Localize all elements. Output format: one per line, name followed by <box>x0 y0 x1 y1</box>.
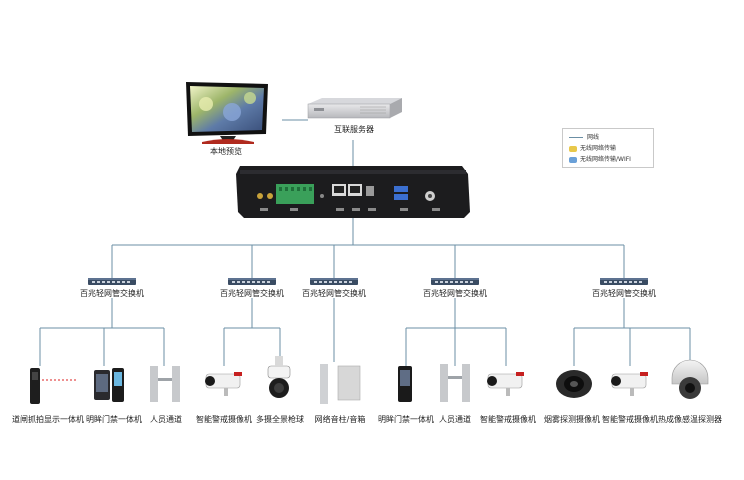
barrier-capture-terminal-icon <box>30 368 76 404</box>
bullet-camera-icon <box>487 372 524 396</box>
switch-label: 百兆轻网管交换机 <box>80 289 144 298</box>
bullet-camera-icon <box>205 372 242 396</box>
smoke-detection-camera-icon <box>556 370 592 398</box>
turnstile-icon <box>150 366 180 402</box>
legend-wired: 网线 <box>569 132 599 141</box>
switch-icon <box>310 278 358 285</box>
device-label: 道闸抓拍显示一体机 <box>12 415 84 424</box>
device-label: 智能警戒摄像机 <box>480 415 536 424</box>
device-label: 网络音柱/音箱 <box>314 415 366 424</box>
switch-icon <box>600 278 648 285</box>
bullet-camera-icon <box>611 372 648 396</box>
switch-label: 百兆轻网管交换机 <box>423 289 487 298</box>
access-terminal-icon <box>398 366 412 402</box>
device-label: 热成像感温探测器 <box>658 415 722 424</box>
device-label: 烟雾探测摄像机 <box>544 415 600 424</box>
device-label: 人员通道 <box>150 415 182 424</box>
device-label: 智能警戒摄像机 <box>196 415 252 424</box>
switch-icon <box>88 278 136 285</box>
connection-lines <box>39 119 691 366</box>
thermal-dome-camera-icon <box>671 359 709 399</box>
nvr-box-icon <box>236 166 470 218</box>
legend-wireless: 无线网络传输 <box>569 143 616 152</box>
network-speaker-icon <box>320 364 361 404</box>
switch-icon <box>431 278 479 285</box>
turnstile-icon <box>440 364 470 402</box>
device-label: 人员通道 <box>439 415 471 424</box>
local-preview-label: 本地预览 <box>210 147 242 156</box>
access-terminal-icon <box>94 368 124 402</box>
monitor-icon <box>186 82 268 144</box>
legend: 网线 无线网络传输 无线网络传输/WIFI <box>562 128 654 168</box>
server-label: 互联服务器 <box>334 125 374 134</box>
switch-label: 百兆轻网管交换机 <box>220 289 284 298</box>
device-label: 明眸门禁一体机 <box>378 415 434 424</box>
switch-icon <box>228 278 276 285</box>
server-icon <box>307 98 402 119</box>
device-label: 多摄全景枪球 <box>256 415 304 424</box>
switch-label: 百兆轻网管交换机 <box>302 289 366 298</box>
panoramic-ptz-camera-icon <box>267 356 291 398</box>
legend-wifi: 无线网络传输/WIFI <box>569 154 631 163</box>
switch-label: 百兆轻网管交换机 <box>592 289 656 298</box>
device-label: 明眸门禁一体机 <box>86 415 142 424</box>
device-label: 智能警戒摄像机 <box>602 415 658 424</box>
